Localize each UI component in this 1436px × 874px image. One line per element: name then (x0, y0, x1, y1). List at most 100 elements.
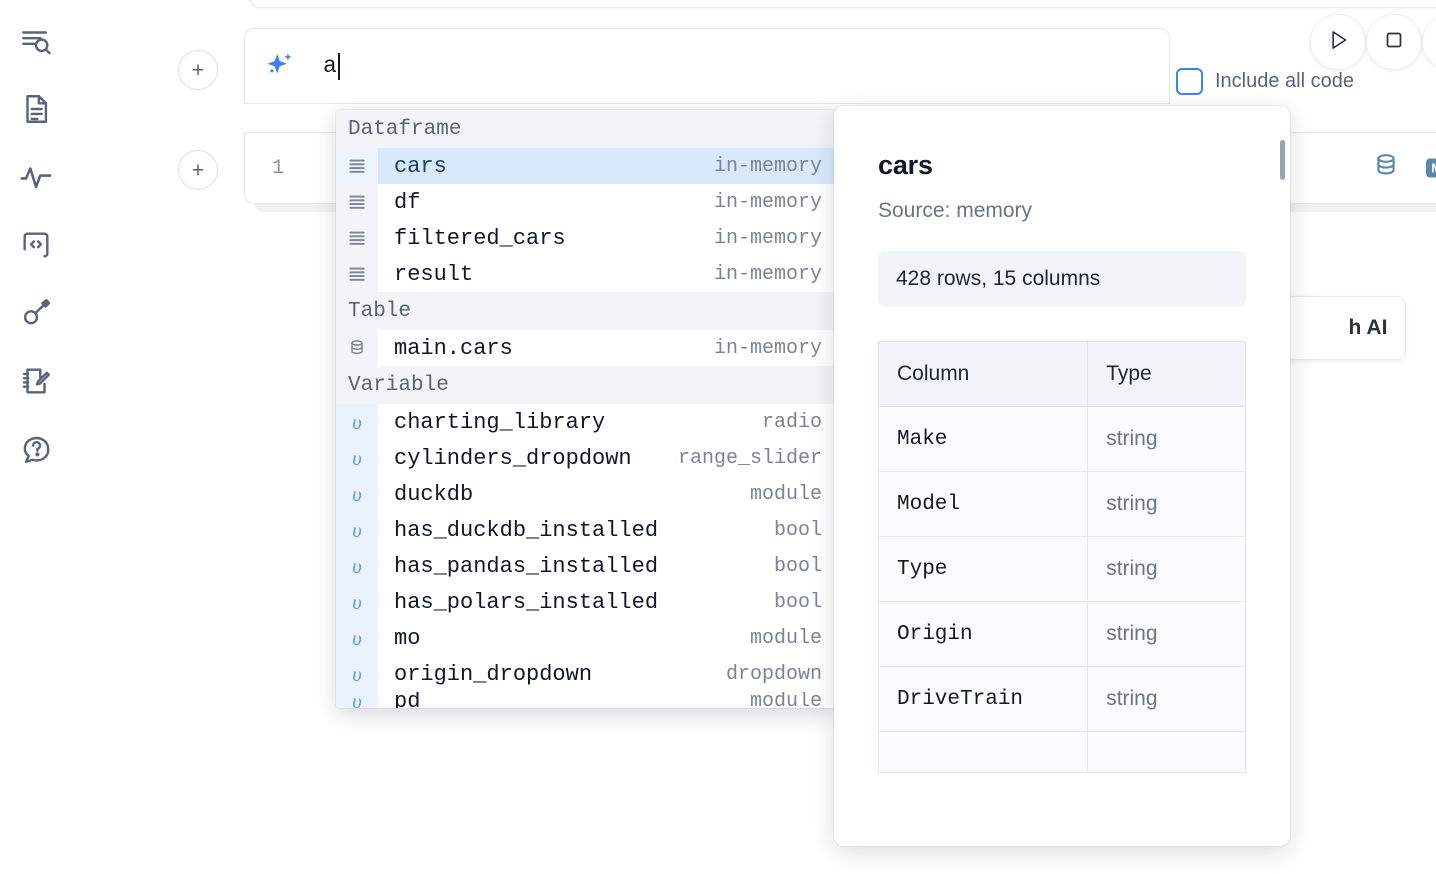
dataframe-rows-icon (336, 148, 378, 184)
autocomplete-item-detail: bool (773, 554, 822, 578)
autocomplete-group-header: Table (336, 292, 836, 330)
sidebar-item-scratchpad[interactable] (13, 358, 59, 404)
left-icon-rail (0, 0, 72, 874)
previous-cell-edge (250, 0, 1436, 8)
autocomplete-item[interactable]: filtered_cars in-memory (336, 220, 836, 256)
include-all-code-checkbox[interactable] (1176, 68, 1203, 95)
autocomplete-item[interactable]: cars in-memory (336, 148, 836, 184)
line-number: 1 (271, 156, 284, 180)
autocomplete-item-detail: dropdown (725, 662, 822, 686)
autocomplete-item-detail: in-memory (713, 226, 822, 250)
autocomplete-item-label: result (394, 261, 474, 287)
variable-icon: υ (336, 692, 378, 708)
autocomplete-item-detail: in-memory (713, 262, 822, 286)
run-button[interactable] (1310, 14, 1366, 70)
dataframe-rows-icon (336, 256, 378, 292)
doc-cell-column: Origin (877, 601, 1089, 667)
autocomplete-item-label: pd (394, 692, 421, 708)
dataframe-rows-icon (336, 220, 378, 256)
autocomplete-group-header: Dataframe (336, 110, 836, 148)
doc-cell-column: Type (877, 536, 1089, 602)
doc-cell-column: Make (877, 406, 1089, 472)
autocomplete-item-label: duckdb (394, 481, 474, 507)
play-triangle-icon (1325, 27, 1351, 58)
outline-search-icon (19, 24, 53, 58)
doc-column-header: Column (877, 341, 1089, 407)
autocomplete-item-detail: bool (773, 590, 822, 614)
autocomplete-item-label: filtered_cars (394, 225, 566, 251)
ai-prompt-input-wrap[interactable]: a (323, 52, 340, 80)
sidebar-item-file-document[interactable] (13, 86, 59, 132)
autocomplete-item[interactable]: result in-memory (336, 256, 836, 292)
autocomplete-item-label: has_pandas_installed (394, 553, 659, 579)
autocomplete-item-detail: in-memory (713, 336, 822, 360)
help-chat-icon (19, 432, 53, 466)
autocomplete-item-label: cars (394, 153, 447, 179)
autocomplete-item-detail: module (749, 692, 822, 708)
variable-icon: υ (336, 656, 378, 692)
autocomplete-item-label: df (394, 189, 421, 215)
include-all-code-row[interactable]: Include all code (1176, 68, 1354, 95)
key-secrets-icon (19, 296, 53, 330)
variable-icon: υ (336, 620, 378, 656)
sidebar-item-code-snippet[interactable] (13, 222, 59, 268)
generate-with-ai-button[interactable]: h AI (1278, 296, 1406, 360)
doc-source: Source: memory (878, 199, 1033, 222)
add-cell-below-button[interactable]: + (178, 150, 218, 190)
doc-scrollbar-thumb[interactable] (1280, 140, 1285, 180)
add-cell-above-button[interactable]: + (178, 50, 218, 90)
autocomplete-item-detail: range_slider (677, 446, 822, 470)
doc-title: cars (878, 150, 933, 180)
doc-stats-badge: 428 rows, 15 columns (878, 251, 1246, 307)
sidebar-item-help[interactable] (13, 426, 59, 472)
autocomplete-item-label: mo (394, 625, 421, 651)
sidebar-item-activity[interactable] (13, 154, 59, 200)
autocomplete-item[interactable]: υ has_polars_installed bool (336, 584, 836, 620)
autocomplete-item[interactable]: υ has_pandas_installed bool (336, 548, 836, 584)
doc-column-header: Type (1087, 341, 1246, 407)
variable-icon: υ (336, 584, 378, 620)
doc-table-row (877, 731, 1246, 773)
variable-icon: υ (336, 548, 378, 584)
autocomplete-item-detail: in-memory (713, 154, 822, 178)
autocomplete-item-detail: in-memory (713, 190, 822, 214)
autocomplete-item-label: charting_library (394, 409, 606, 435)
sidebar-item-secrets[interactable] (13, 290, 59, 336)
variable-icon: υ (336, 476, 378, 512)
doc-cell-type: string (1087, 471, 1246, 537)
database-sql-icon[interactable] (1372, 152, 1400, 185)
variable-icon: υ (336, 404, 378, 440)
markdown-icon[interactable]: M↓ (1426, 158, 1436, 178)
autocomplete-group-header: Variable (336, 366, 836, 404)
doc-cell-column: DriveTrain (877, 666, 1089, 732)
include-all-code-label: Include all code (1215, 70, 1354, 92)
autocomplete-item-label: cylinders_dropdown (394, 445, 632, 471)
autocomplete-item-label: has_polars_installed (394, 589, 659, 615)
stop-button[interactable] (1366, 14, 1422, 70)
sparkle-icon (263, 49, 297, 83)
database-icon (336, 330, 378, 366)
autocomplete-item[interactable]: df in-memory (336, 184, 836, 220)
ai-prompt-text: a (323, 53, 337, 79)
sidebar-item-outline-search[interactable] (13, 18, 59, 64)
ai-prompt-bar[interactable]: a (244, 28, 1170, 104)
documentation-panel: cars Source: memory 428 rows, 15 columns… (834, 106, 1290, 846)
more-actions-button[interactable] (1422, 14, 1436, 70)
